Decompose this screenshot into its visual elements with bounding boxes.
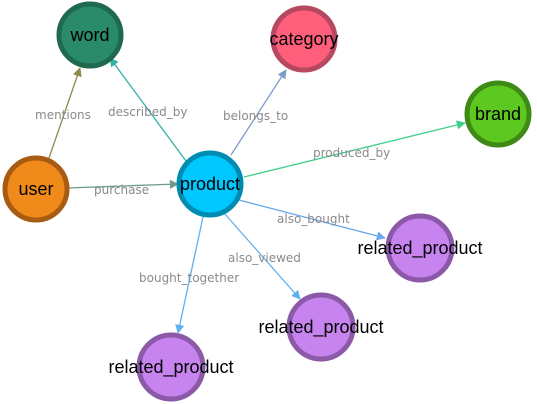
node-related-product-1-circle[interactable] [385,213,455,283]
edge-mentions [48,67,82,159]
node-user[interactable]: user [2,155,70,223]
edge-label-produced-by: produced_by [313,146,390,160]
edges-layer [48,57,466,334]
node-related-product-2-circle[interactable] [286,292,356,362]
node-related-product-3[interactable]: related_product [108,332,234,402]
edge-also-bought [238,199,386,241]
edge-label-mentions: mentions [35,108,91,122]
node-user-circle[interactable] [2,155,70,223]
node-related-product-2-label: related_product [258,317,383,338]
node-category[interactable]: category [269,5,339,73]
node-related-product-1-label: related_product [357,238,482,259]
node-brand[interactable]: brand [464,80,532,148]
edge-described-by [109,57,187,162]
node-product-label: product [180,174,240,194]
node-related-product-2[interactable]: related_product [258,292,384,362]
node-brand-circle[interactable] [464,80,532,148]
nodes-layer: word category brand user related_product… [2,1,532,402]
edge-belongs-to [230,69,287,156]
edge-bought-together [175,216,204,334]
node-category-label: category [269,29,338,49]
edge-label-purchase: purchase [94,183,149,197]
edge-purchase [66,179,179,189]
edge-labels-layer: mentions purchase described_by belongs_t… [35,105,390,285]
node-related-product-1[interactable]: related_product [357,213,483,283]
node-word-label: word [69,25,109,45]
node-related-product-3-label: related_product [108,357,233,378]
node-product-circle[interactable] [176,150,244,218]
node-brand-label: brand [475,104,521,124]
edge-label-belongs-to: belongs_to [223,109,288,123]
node-user-label: user [18,179,53,199]
edge-label-also-bought: also_bought [277,212,350,226]
node-word-circle[interactable] [56,1,124,69]
edge-also-viewed [223,212,301,300]
node-word[interactable]: word [56,1,124,69]
node-product[interactable]: product [176,150,244,218]
edge-label-also-viewed: also_viewed [228,251,301,265]
node-related-product-3-circle[interactable] [136,332,206,402]
edge-produced-by [243,120,466,178]
edge-label-described-by: described_by [108,105,187,119]
node-category-circle[interactable] [270,5,338,73]
edge-label-bought-together: bought_together [139,271,239,285]
